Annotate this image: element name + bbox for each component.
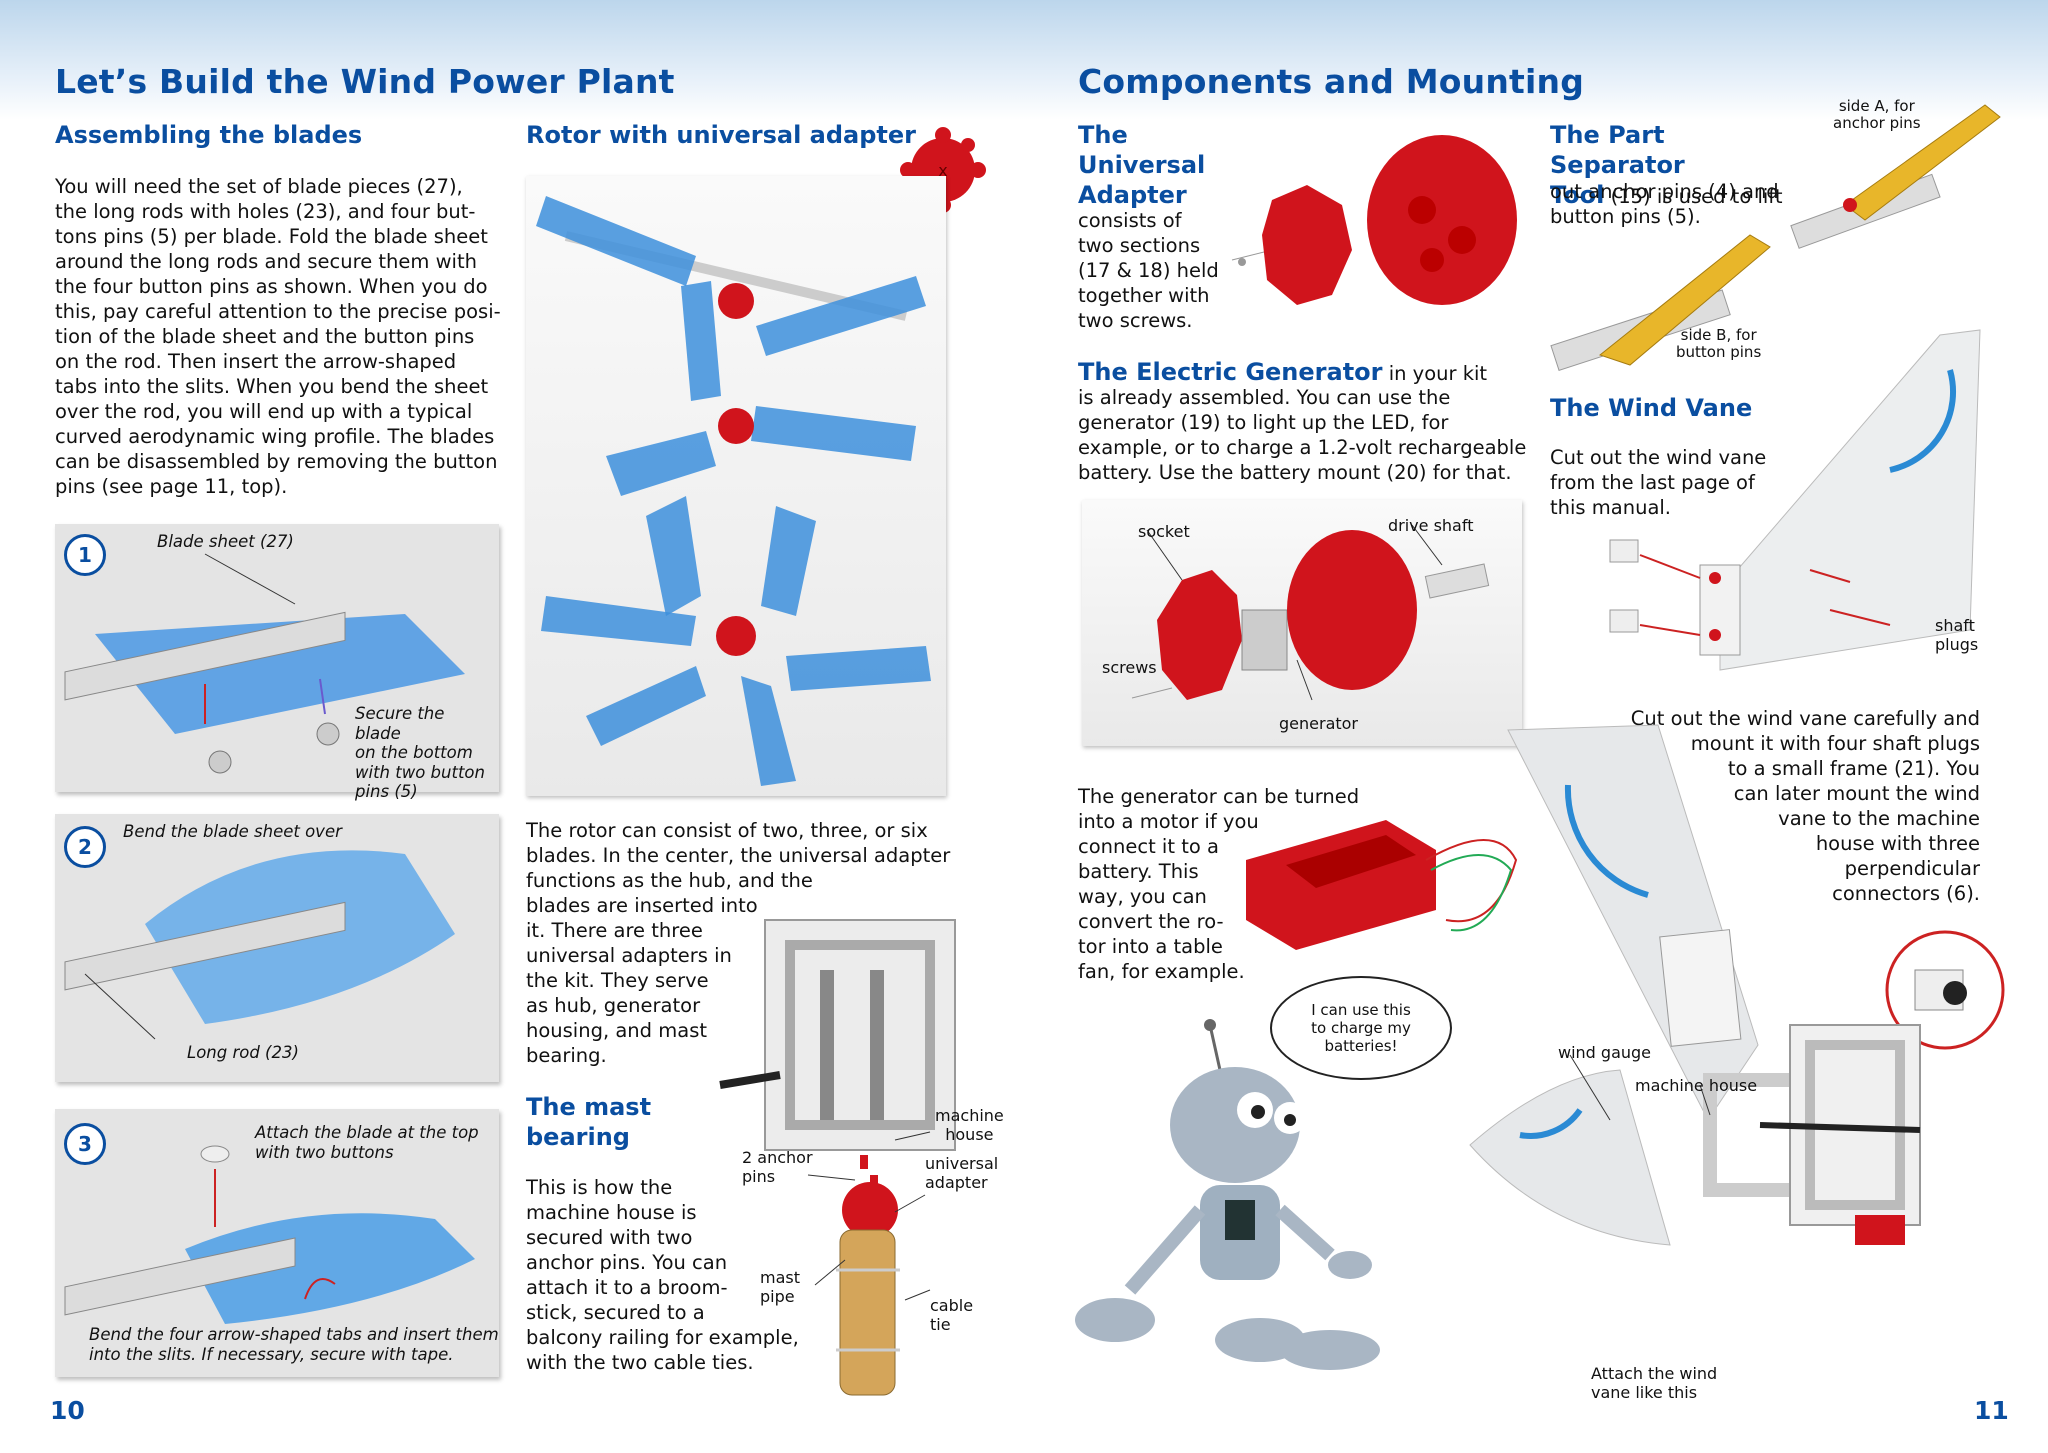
separator-intro: The Part Separator Tool (15) is used to … xyxy=(1550,121,1783,209)
page-title-right: Components and Mounting xyxy=(1078,62,1585,101)
adapter-exploded-illustration xyxy=(1231,135,1517,305)
wind-vane-heading: The Wind Vane xyxy=(1550,394,1753,422)
svg-text:x: x xyxy=(938,161,947,180)
step-1-badge: 1 xyxy=(64,534,106,576)
page-number-right: 11 xyxy=(1974,1396,2009,1425)
three-blade-rotor xyxy=(606,281,916,496)
machine-house-label-right: machine house xyxy=(1635,1076,1758,1095)
separator-tool-side-b xyxy=(1550,234,1771,371)
step-2-panel: 2 Bend the blade sheet over Long rod (23… xyxy=(55,814,499,1082)
blade-sheet-label: Blade sheet (27) xyxy=(157,532,294,551)
bend-sheet-label: Bend the blade sheet over xyxy=(123,822,342,841)
screws-label: screws xyxy=(1102,658,1157,677)
page-number-left: 10 xyxy=(50,1396,85,1425)
step-3-badge: 3 xyxy=(64,1123,106,1165)
battery-mount-illustration xyxy=(1246,820,1518,950)
drive-shaft-label: drive shaft xyxy=(1388,516,1474,535)
attach-blade-illustration xyxy=(64,1145,475,1324)
wind-vane-assembly-illustration xyxy=(1469,929,1921,1246)
rotor-photo xyxy=(526,176,946,796)
socket-label: socket xyxy=(1138,522,1190,541)
blade-sheet-illustration xyxy=(64,553,465,774)
bend-tabs-label: Bend the four arrow-shaped tabs and inse… xyxy=(89,1325,499,1364)
generator-label: generator xyxy=(1279,714,1359,733)
rotor-heading: Rotor with universal adapter xyxy=(526,121,916,149)
two-blade-rotor xyxy=(536,196,926,356)
generator-photo: socket drive shaft screws generator xyxy=(1082,500,1522,746)
connector-detail-circle xyxy=(1885,930,2005,1050)
wind-gauge-label: wind gauge xyxy=(1558,1043,1652,1062)
assembling-heading: Assembling the blades xyxy=(55,121,363,149)
generator-intro: The Electric Generator in your kit xyxy=(1078,358,1488,386)
long-rod-label: Long rod (23) xyxy=(187,1043,299,1062)
assembling-text: You will need the set of blade pieces (2… xyxy=(55,175,501,498)
rotor-text: The rotor can consist of two, three, or … xyxy=(526,819,951,1067)
six-blade-rotor xyxy=(541,496,931,786)
page-title-left: Let’s Build the Wind Power Plant xyxy=(55,62,675,101)
robot-mascot xyxy=(1075,1019,1380,1370)
bent-blade-illustration xyxy=(64,850,455,1040)
separator-tool-side-a xyxy=(1790,104,2001,249)
header-band xyxy=(0,0,2048,120)
wind-vane-mount-illustration xyxy=(1609,329,1981,671)
step-2-badge: 2 xyxy=(64,826,106,868)
mast-bearing-illustration xyxy=(719,919,956,1396)
